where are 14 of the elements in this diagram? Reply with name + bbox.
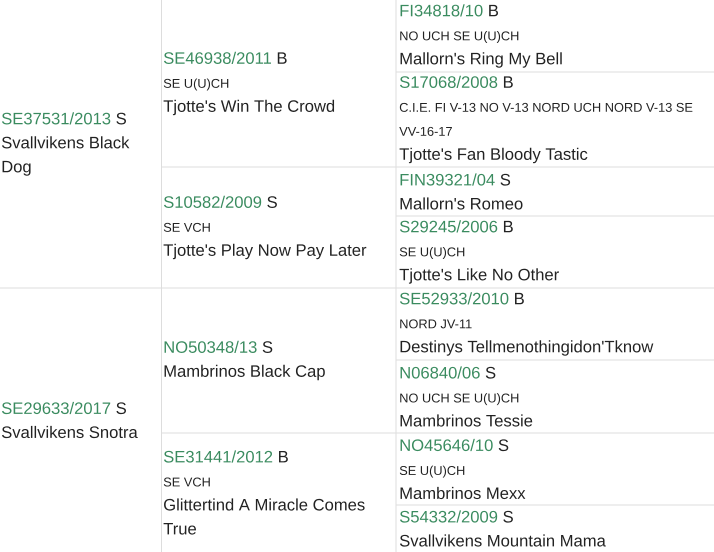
pedigree-cell: SE37531/2013 S Svallvikens Black Dog <box>0 0 162 288</box>
pedigree-cell: SE46938/2011 B SE U(U)CH Tjotte's Win The Crowd <box>161 0 396 168</box>
pedigree-cell: FI34818/10 B NO UCH SE U(U)CH Mallorn's Ring My Bell <box>396 4 714 72</box>
pedigree-cell: S17068/2008 B C.I.E. FI V-13 NO V-13 NORD UCH NORD V-13 SE VV-16-17 Tjotte's Fan Bloody Tastic <box>396 76 714 168</box>
pedigree-cell: NO50348/13 S Mambrinos Black Cap <box>161 288 396 434</box>
pedigree-cell: SE31441/2012 B SE VCH Glittertind A Miracle Comes True <box>164 432 396 552</box>
pedigree-cell: S54332/2009 S Svallvikens Mountain Mama <box>400 510 606 547</box>
pedigree-cell: S29245/2006 B SE U(U)CH Tjotte's Like No Other <box>396 220 714 288</box>
pedigree-cell: FIN39321/04 S Mallorn's Romeo <box>396 173 714 216</box>
pedigree-cell: SE29633/2017 S Svallvikens Snotra <box>2 288 162 552</box>
pedigree-cell: SE52933/2010 B NORD JV-11 Destinys Tellmenothingidon'Tknow <box>396 292 714 360</box>
pedigree-cell: N06840/06 S NO UCH SE U(U)CH Mambrinos Tessie <box>396 366 714 434</box>
pedigree-cell: NO45646/10 S SE U(U)CH Mambrinos Mexx <box>396 438 714 506</box>
pedigree-cell: S10582/2009 S SE VCH Tjotte's Play Now Pay Later <box>161 166 396 288</box>
